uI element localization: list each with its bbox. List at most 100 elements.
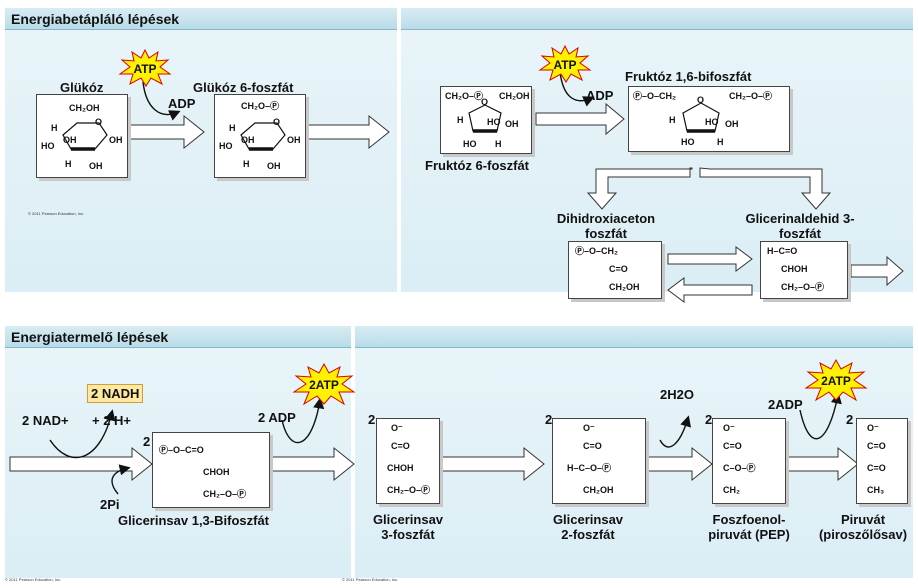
f16bp-o: O bbox=[697, 95, 705, 105]
label-h-plus: + 2 H+ bbox=[92, 413, 132, 428]
pyr-c-eq-o-2: C=O bbox=[867, 463, 886, 473]
arrow-g3p-next bbox=[850, 255, 904, 287]
glucose-ch2oh: CH₂OH bbox=[69, 103, 100, 113]
label-coef-bpg: 2 bbox=[143, 434, 151, 449]
f6p-ch2oh: CH₂OH bbox=[499, 91, 530, 101]
g6p-h1: H bbox=[229, 123, 236, 133]
bpg-structure: Ⓟ–O–C=O CHOH CH₂–O–Ⓟ bbox=[152, 432, 270, 508]
bpg-choh: CHOH bbox=[203, 467, 230, 477]
two-atp-2-text: 2ATP bbox=[821, 374, 851, 388]
label-g6p: Glükóz 6-foszfát bbox=[193, 80, 294, 95]
f6p-ch2op: CH₂O–Ⓟ bbox=[445, 91, 484, 101]
bpg-p-o-c-eq-o: Ⓟ–O–C=O bbox=[159, 445, 204, 455]
2pg-h-c-o-p: H–C–O–Ⓟ bbox=[567, 463, 612, 473]
g3p-choh: CHOH bbox=[781, 264, 808, 274]
label-coef-2pg: 2 bbox=[545, 412, 553, 427]
f16bp-ch2-o-p: CH₂–O–Ⓟ bbox=[729, 91, 773, 101]
label-bpg: Glicerinsav 1,3-Bifoszfát bbox=[118, 513, 269, 528]
adp-curve-2 bbox=[799, 392, 842, 440]
f6p-ho: HO bbox=[487, 117, 501, 127]
label-nad: 2 NAD+ bbox=[22, 413, 69, 428]
pep-c-o-p: C–O–Ⓟ bbox=[723, 463, 756, 473]
f6p-structure: CH₂O–Ⓟ CH₂OH O H HO OH HO H bbox=[440, 86, 532, 154]
g3p-hc-eq-o: H–C=O bbox=[767, 246, 798, 256]
2pg-c-eq-o: C=O bbox=[583, 441, 602, 451]
glucose-oh2: OH bbox=[63, 135, 77, 145]
g3p-structure: H–C=O CHOH CH₂–O–Ⓟ bbox=[760, 241, 848, 299]
arrow-nad-bpg bbox=[9, 446, 153, 482]
label-2adp-2: 2ADP bbox=[768, 397, 803, 412]
f6p-ho2: HO bbox=[463, 139, 477, 149]
3pg-ch2-o-p: CH₂–O–Ⓟ bbox=[387, 485, 431, 495]
adp-curve-1 bbox=[281, 397, 325, 444]
label-pep: Foszfoenol-piruvát (PEP) bbox=[708, 512, 790, 542]
f16bp-structure: Ⓟ–O–CH₂ CH₂–O–Ⓟ O H HO OH HO H bbox=[628, 86, 790, 152]
split-arrow-right bbox=[699, 167, 832, 210]
3pg-o-minus: O⁻ bbox=[391, 423, 403, 433]
2pg-ch2oh: CH₂OH bbox=[583, 485, 614, 495]
copyright-1: © 2011 Pearson Education, Inc. bbox=[28, 211, 85, 216]
label-coef-pep: 2 bbox=[705, 412, 713, 427]
g6p-o: O bbox=[273, 117, 281, 127]
glucose-h2: H bbox=[65, 159, 72, 169]
2pg-o-minus: O⁻ bbox=[583, 423, 595, 433]
g6p-ho: HO bbox=[219, 141, 233, 151]
label-3pg: Glicerinsav 3-foszfát bbox=[372, 512, 444, 542]
arrow-3pg-2pg bbox=[439, 446, 545, 482]
dhap-c-eq-o: C=O bbox=[609, 264, 628, 274]
pyruvate-structure: O⁻ C=O C=O CH₃ bbox=[856, 418, 908, 504]
pyr-ch3: CH₃ bbox=[867, 485, 885, 495]
split-arrow bbox=[586, 167, 693, 210]
label-2pg: Glicerinsav 2-foszfát bbox=[552, 512, 624, 542]
atp-star-2: ATP bbox=[538, 44, 592, 83]
panel-title-blank bbox=[401, 8, 913, 30]
atp-curve-2 bbox=[559, 71, 595, 107]
label-f6p: Fruktóz 6-foszfát bbox=[425, 158, 529, 173]
f16bp-ho: HO bbox=[705, 117, 719, 127]
atp-2-text: ATP bbox=[553, 58, 576, 72]
label-glucose: Glükóz bbox=[60, 80, 104, 95]
f16bp-p-o-ch2: Ⓟ–O–CH₂ bbox=[633, 91, 677, 101]
label-g3p: Glicerinaldehid 3-foszfát bbox=[745, 211, 855, 241]
g6p-oh1: OH bbox=[287, 135, 301, 145]
copyright-2: © 2011 Pearson Education, Inc. bbox=[5, 577, 62, 582]
pep-ch2: CH₂ bbox=[723, 485, 740, 495]
f16bp-h: H bbox=[669, 115, 676, 125]
nadh-text: 2 NADH bbox=[91, 386, 140, 401]
water-curve bbox=[659, 415, 691, 448]
atp-curve-1 bbox=[142, 81, 181, 121]
two-atp-star-1: 2ATP bbox=[292, 362, 356, 406]
dhap-p-o-ch2: Ⓟ–O–CH₂ bbox=[575, 246, 619, 256]
f6p-h2: H bbox=[495, 139, 502, 149]
ring-f16bp bbox=[682, 102, 720, 133]
atp-star-1: ATP bbox=[118, 48, 172, 87]
label-adp-2: ADP bbox=[586, 88, 614, 103]
glucose-oh1: OH bbox=[109, 135, 123, 145]
label-water: 2H2O bbox=[660, 387, 694, 402]
label-dhap: Dihidroxiaceton foszfát bbox=[556, 211, 656, 241]
f16bp-h2: H bbox=[717, 137, 724, 147]
label-pyruvate: Piruvát (piroszőlősav) bbox=[818, 512, 908, 542]
g6p-ch2op: CH₂O–Ⓟ bbox=[241, 101, 280, 111]
arrow-g3p-dhap bbox=[667, 277, 753, 303]
arrow-pep-pyr bbox=[785, 446, 859, 482]
two-atp-star-2: 2ATP bbox=[804, 358, 868, 402]
label-coef-3pg: 2 bbox=[368, 412, 376, 427]
pi-curve bbox=[111, 464, 131, 495]
label-coef-pyr: 2 bbox=[846, 412, 854, 427]
panel-title: Energiatermelő lépések bbox=[5, 326, 351, 348]
arrow-f6p-f16bp bbox=[535, 102, 625, 136]
glucose-h1: H bbox=[51, 123, 58, 133]
label-f16bp: Fruktóz 1,6-bifoszfát bbox=[625, 69, 752, 84]
arrow-glucose-g6p bbox=[127, 114, 205, 150]
f16bp-ho2: HO bbox=[681, 137, 695, 147]
f6p-oh: OH bbox=[505, 119, 519, 129]
2pg-structure: O⁻ C=O H–C–O–Ⓟ CH₂OH bbox=[552, 418, 646, 504]
panel-title: Energiabetápláló lépések bbox=[5, 8, 397, 30]
glucose-o: O bbox=[95, 117, 103, 127]
pep-c-eq-o: C=O bbox=[723, 441, 742, 451]
g6p-oh2: OH bbox=[241, 135, 255, 145]
panel-title-blank bbox=[355, 326, 913, 348]
arrow-bpg-3pg bbox=[271, 446, 355, 482]
glucose-ho: HO bbox=[41, 141, 55, 151]
